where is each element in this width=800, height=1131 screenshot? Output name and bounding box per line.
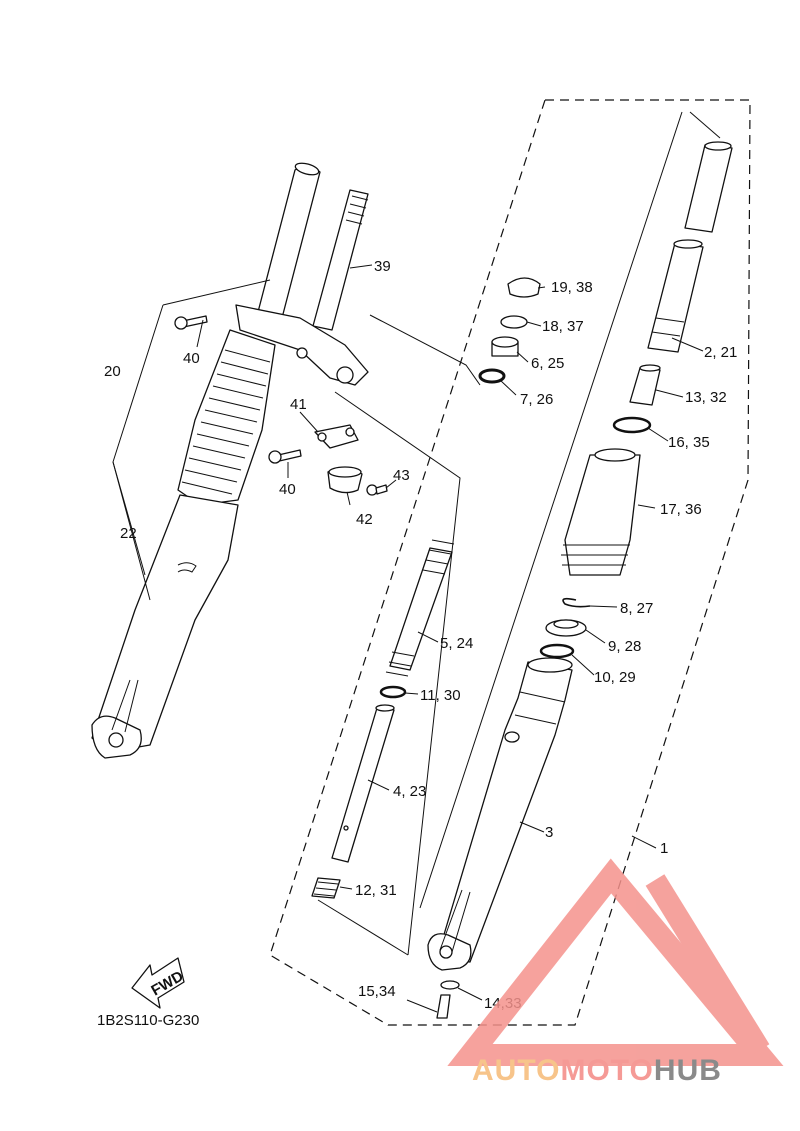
watermark-auto: AUTO xyxy=(472,1054,560,1087)
watermark-hub: HUB xyxy=(654,1054,722,1087)
label-11-30: 11, 30 xyxy=(420,687,461,704)
label-6-25: 6, 25 xyxy=(531,355,564,372)
assembled-fork-left xyxy=(91,162,388,759)
watermark-logo xyxy=(447,858,784,1066)
watermark-text: AUTOMOTOHUB xyxy=(472,1054,722,1087)
label-22: 22 xyxy=(120,525,137,542)
label-5-24: 5, 24 xyxy=(440,635,473,652)
label-4-23: 4, 23 xyxy=(393,783,426,800)
leader-lines xyxy=(112,111,721,1013)
label-43: 43 xyxy=(393,467,410,484)
watermark-moto: MOTO xyxy=(560,1054,653,1087)
label-16-35: 16, 35 xyxy=(668,434,710,451)
label-12-31: 12, 31 xyxy=(355,882,397,899)
label-10-29: 10, 29 xyxy=(594,669,636,686)
label-41: 41 xyxy=(290,396,307,413)
label-2-21: 2, 21 xyxy=(704,344,737,361)
callout-labels: 1 2, 21 3 4, 23 5, 24 6, 25 7, 26 8, 27 … xyxy=(97,258,737,1029)
svg-text:AUTOMOTOHUB: AUTOMOTOHUB xyxy=(472,1054,722,1087)
label-7-26: 7, 26 xyxy=(520,391,553,408)
label-17-36: 17, 36 xyxy=(660,501,702,518)
label-20: 20 xyxy=(104,363,121,380)
assembly-boundary xyxy=(269,99,751,1026)
label-18-37: 18, 37 xyxy=(542,318,584,335)
label-13-32: 13, 32 xyxy=(685,389,727,406)
watermark-triangle-icon xyxy=(447,858,784,1066)
label-9-28: 9, 28 xyxy=(608,638,641,655)
label-40-top: 40 xyxy=(183,350,200,367)
label-3: 3 xyxy=(545,824,553,841)
watermark-inner-triangle-icon xyxy=(645,874,770,1056)
label-42: 42 xyxy=(356,511,373,528)
fwd-arrow: FWD xyxy=(131,957,187,1009)
diagram-code: 1B2S110-G230 xyxy=(97,1012,199,1029)
label-40-bottom: 40 xyxy=(279,481,296,498)
exploded-parts xyxy=(311,141,733,1019)
label-1: 1 xyxy=(660,840,668,857)
label-19-38: 19, 38 xyxy=(551,279,593,296)
label-8-27: 8, 27 xyxy=(620,600,653,617)
label-39: 39 xyxy=(374,258,391,275)
label-15-34: 15,34 xyxy=(358,983,396,1000)
